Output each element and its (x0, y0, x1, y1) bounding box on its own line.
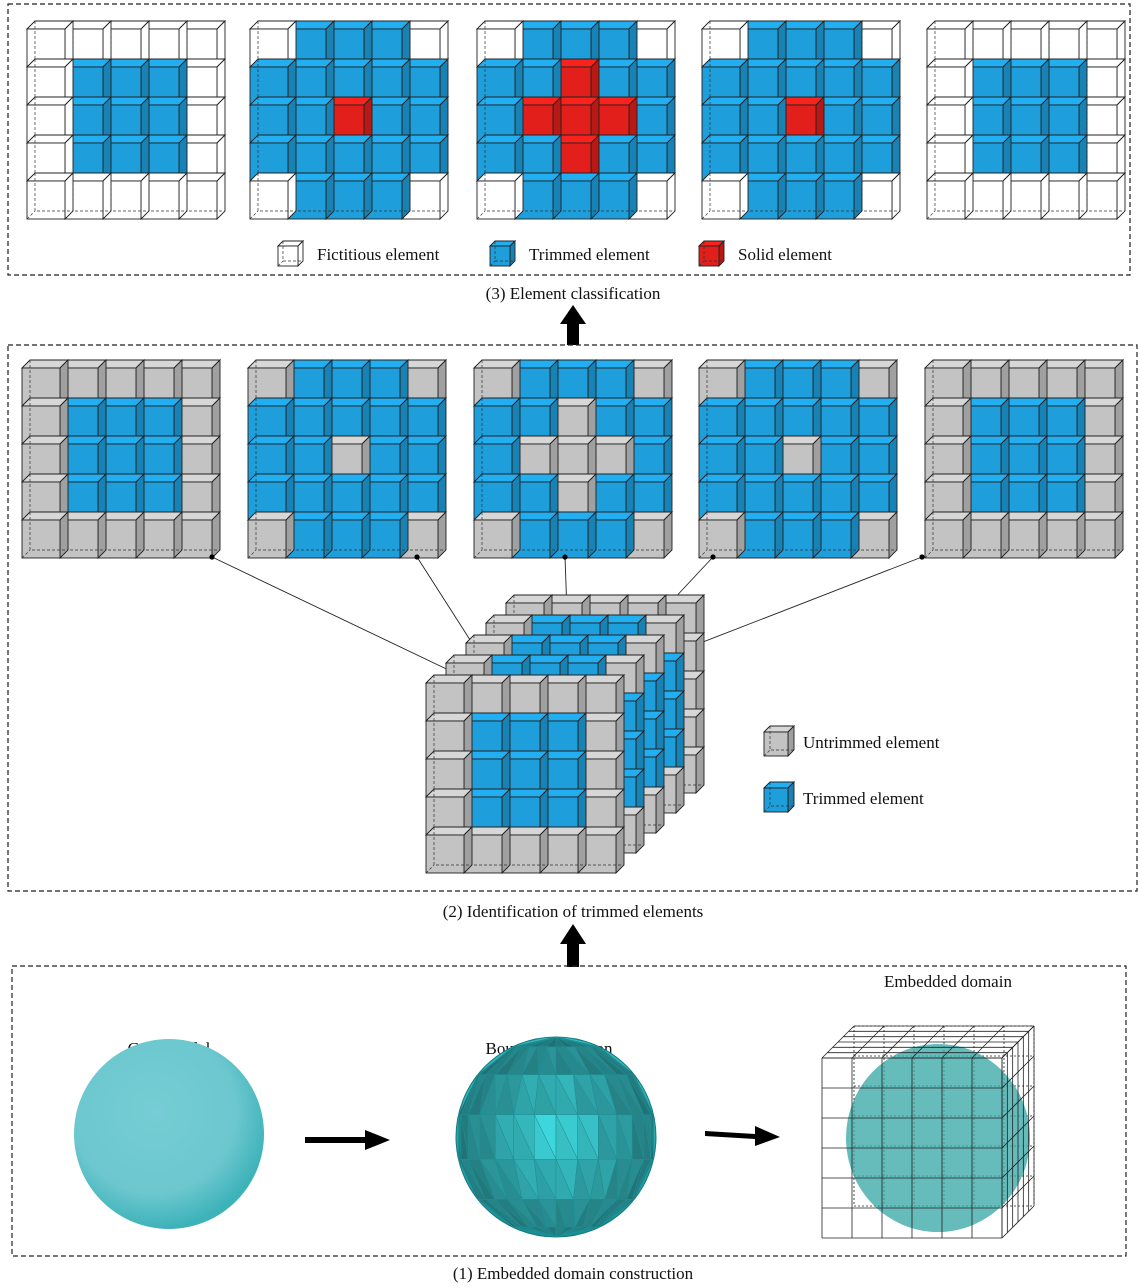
legend-label: Untrimmed element (803, 733, 940, 752)
fictitious-element-cell (475, 171, 525, 221)
identification-slice-4 (697, 358, 899, 560)
classification-slice-4 (700, 19, 902, 221)
fictitious-element-cell (700, 171, 750, 221)
untrimmed-element-cell (697, 510, 747, 560)
identification-panel-frame (7, 344, 1138, 892)
classification-panel-frame (7, 3, 1131, 276)
untrimmed-element-cell (923, 510, 973, 560)
fictitious-element-cell (925, 171, 975, 221)
element-stack (424, 593, 706, 875)
trimmed-legend-swatch (762, 780, 796, 814)
classification-slice-5 (925, 19, 1127, 221)
classification-slice-1 (25, 19, 227, 221)
legend-item-solid: Solid element (697, 239, 832, 268)
legend-label: Fictitious element (317, 245, 440, 264)
untrimmed-element-cell (472, 510, 522, 560)
legend-label: Trimmed element (529, 245, 650, 264)
classification-legend: Fictitious element Trimmed element Solid e… (276, 239, 832, 268)
trimmed-legend-swatch (488, 239, 517, 268)
identification-slice-1 (20, 358, 222, 560)
connector-line (209, 554, 462, 678)
untrimmed-element-cell (472, 358, 522, 408)
legend-label: Trimmed element (803, 789, 924, 808)
right-arrow-icon (305, 1130, 390, 1150)
boundary-polygon-sphere (455, 1036, 657, 1238)
solid-legend-swatch (697, 239, 726, 268)
classification-caption: (3) Element classification (486, 284, 661, 303)
up-arrow-icon (560, 924, 586, 967)
classification-slices (25, 19, 1127, 221)
legend-label: Solid element (738, 245, 832, 264)
trimmed-element-cell (246, 396, 296, 446)
identification-caption: (2) Identification of trimmed elements (443, 902, 704, 921)
fictitious-legend-swatch (276, 239, 305, 268)
legend-item-fictitious: Fictitious element (276, 239, 440, 268)
up-arrow-icon (560, 305, 586, 345)
trimmed-element-cell (134, 396, 184, 446)
legend-item-untrimmed: Untrimmed element (762, 724, 940, 758)
cad-model-sphere (74, 1039, 264, 1229)
identification-slice-3 (472, 358, 674, 560)
construction-caption: (1) Embedded domain construction (453, 1264, 694, 1283)
untrimmed-legend-swatch (762, 724, 796, 758)
fictitious-element-cell (248, 171, 298, 221)
untrimmed-element-cell (20, 510, 70, 560)
classification-slice-2 (248, 19, 450, 221)
legend-item-trimmed: Trimmed element (762, 780, 924, 814)
identification-slice-5 (923, 358, 1125, 560)
identification-slice-2 (246, 358, 448, 560)
legend-item-trimmed: Trimmed element (488, 239, 650, 268)
right-arrow-icon (705, 1126, 780, 1146)
untrimmed-element-cell (246, 510, 296, 560)
identification-slices (20, 358, 1125, 560)
classification-slice-3 (475, 19, 677, 221)
fictitious-element-cell (25, 171, 75, 221)
fictitious-element-cell (925, 57, 975, 107)
untrimmed-element-cell (424, 825, 474, 875)
construction-panel-frame (11, 965, 1127, 1257)
embedded-domain-label: Embedded domain (884, 972, 1012, 991)
stack-layer-1 (424, 673, 626, 875)
connector-line (669, 554, 925, 657)
embedded-domain-grid (821, 1025, 1035, 1239)
